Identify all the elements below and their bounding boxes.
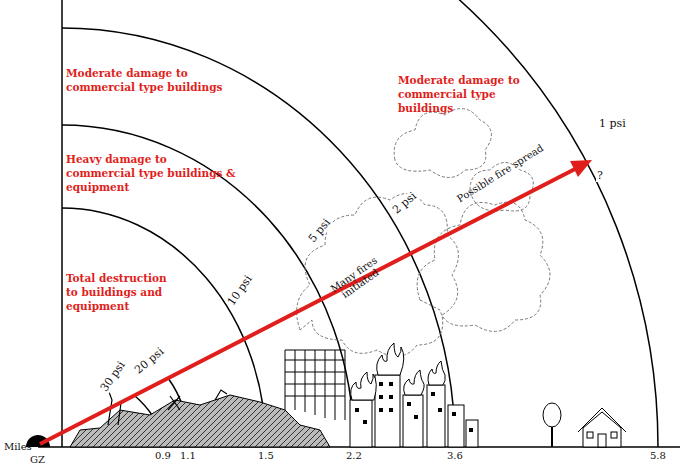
red-arrow [40,160,592,444]
tree [543,403,561,447]
axis-title: Miles [4,441,32,452]
psi-label: 20 psi [132,345,167,377]
distance-tick: 1.5 [258,450,274,461]
distance-tick: 5.8 [650,450,666,461]
distance-tick: 3.6 [447,450,463,461]
damage-note: Moderate damage to commercial type build… [398,73,548,116]
pressure-rings [62,0,658,447]
distance-tick: 2.2 [346,450,362,461]
distance-tick: 1.1 [180,450,196,461]
psi-label: 5 psi [306,216,334,246]
psi-label: 10 psi [225,273,255,309]
fire-note: Many fires initiated [322,250,392,308]
frame-building [285,350,345,420]
debris [108,380,227,425]
damage-note: Heavy damage to commercial type building… [66,152,236,195]
psi-label: 1 psi [598,118,627,130]
ground-zero-label: GZ [30,454,45,465]
fire-clouds [297,109,550,357]
damage-note: Moderate damage to commercial type build… [66,66,236,94]
house [578,408,626,447]
psi-label: 2 psi [390,190,420,218]
fire-note: Possible fire spread [455,142,545,204]
psi-label: 30 psi [98,359,128,395]
damage-note: Total destruction to buildings and equip… [66,271,176,314]
question-mark: ? [596,170,604,182]
flames [351,343,446,400]
axis-line [61,0,63,447]
distance-tick: 0.9 [155,450,171,461]
